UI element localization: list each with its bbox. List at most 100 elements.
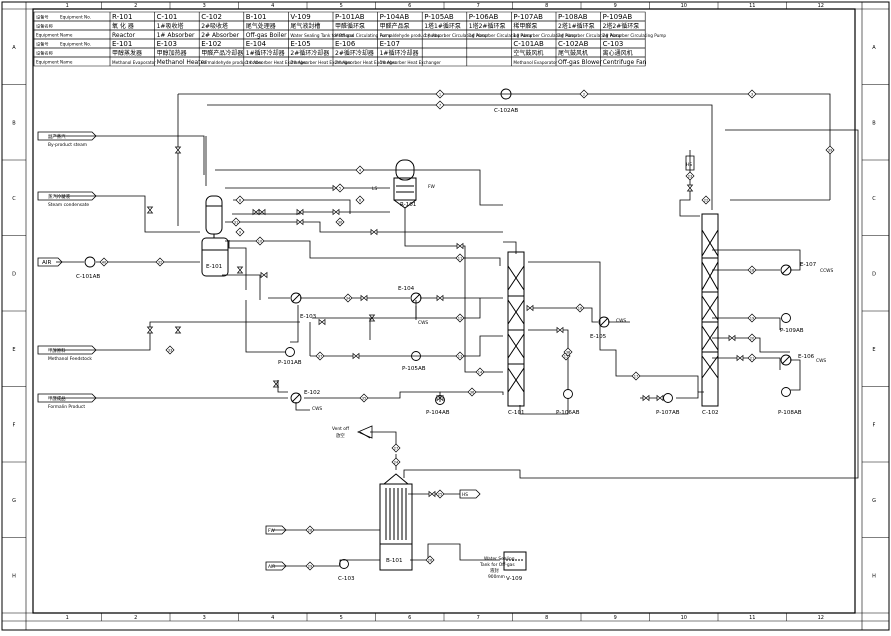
stream-number: 16 (578, 307, 583, 311)
stream-number: 1 (439, 93, 441, 97)
methanol-feed-en: Methanol Feedstock (48, 356, 92, 362)
table-cell: E-105 (290, 40, 310, 48)
stream-number: 25 (438, 493, 443, 497)
table-cell: 2塔1#循环泵 (558, 22, 595, 30)
stream-number: 8 (239, 199, 242, 203)
table-row-header: 设备名称 (36, 50, 53, 57)
stream-number: 7 (439, 104, 441, 108)
frame-row-label: D (872, 271, 876, 277)
tag-e103: E-103 (300, 314, 317, 320)
stream-number: 36 (470, 391, 475, 395)
c101-column (508, 252, 524, 406)
table-cell: 1塔2#循环泵 (469, 22, 506, 30)
tag-e104: E-104 (398, 286, 415, 292)
stream-number-diamond (392, 458, 400, 466)
stream-number-diamond (748, 314, 756, 322)
frame-row-label: D (12, 271, 16, 277)
stream-number: 24 (394, 461, 399, 465)
valve-icon (361, 296, 367, 301)
c102-column (702, 214, 718, 406)
formalin-product-en: Formalin Product (48, 404, 85, 410)
frame-col-label: 4 (271, 3, 274, 9)
table-row-header: 设备名称 (36, 23, 53, 30)
table-cell: P-101AB (335, 13, 365, 21)
valve-icon (437, 296, 443, 301)
frame-col-label: 12 (818, 3, 824, 9)
table-cell: P-104AB (380, 13, 410, 21)
tag-e101: E-101 (206, 264, 223, 270)
stream-number: 21 (750, 357, 755, 361)
stream-number-diamond (306, 526, 314, 534)
table-cell: 甲醛产品冷却器 (201, 49, 243, 57)
tag-p107ab: P-107AB (656, 410, 680, 416)
table-cell: Methanol Heater (157, 59, 208, 66)
tag-p101ab: P-101AB (278, 360, 302, 366)
frame-col-label: 7 (477, 615, 480, 621)
stream-number-diamond (236, 228, 244, 236)
stream-number-diamond (156, 258, 164, 266)
table-cell: B-101 (246, 13, 267, 21)
table-cell: P-106AB (469, 13, 499, 21)
hs-top-label: HS (686, 162, 692, 168)
stream-number: 40 (102, 261, 107, 265)
frame-row-label: B (872, 120, 876, 126)
stream-number-diamond (344, 294, 352, 302)
table-cell: Formaldehyde product cooler (201, 60, 263, 65)
stream-number-diamond (232, 218, 240, 226)
piping (54, 94, 858, 566)
tag-e105: E-105 (590, 334, 607, 340)
stream-number-diamond (336, 184, 344, 192)
stream-number-diamond (436, 90, 444, 98)
stream-number-diamond (748, 266, 756, 274)
frame-row-label: A (12, 45, 16, 51)
fw-r-label: FW (428, 184, 436, 190)
valve-icon (148, 207, 153, 213)
v109-desc-2: Tank for Off-gas (479, 562, 515, 568)
table-cell: Off-gas Boiler (246, 32, 287, 39)
valve-icon (729, 336, 735, 341)
fw-label: FW (268, 528, 276, 534)
ls-label: LS (372, 186, 377, 192)
stream-number: 30 (338, 221, 343, 225)
stream-number-diamond (256, 237, 264, 245)
stream-number: 11 (458, 257, 463, 261)
valve-icon (274, 381, 279, 387)
stream-number: 38 (566, 351, 571, 355)
table-cell: C-103 (603, 40, 624, 48)
frame-col-label: 2 (134, 615, 137, 621)
stream-number-diamond (476, 368, 484, 376)
ccws-e107: CCWS (820, 268, 833, 274)
table-row-header: 设备号 (36, 41, 49, 48)
exchangers (291, 265, 791, 403)
frame-col-label: 3 (203, 3, 206, 9)
table-cell: Off-gas Blower (558, 59, 603, 66)
tag-c101: C-101 (508, 410, 525, 416)
stream-number: 3 (751, 93, 753, 97)
stream-number: 19 (750, 317, 755, 321)
v109-desc-4: 900mm (488, 574, 505, 580)
frame-row-label: E (12, 347, 15, 353)
stream-number: 32 (158, 261, 163, 265)
stream-number-diamond (456, 352, 464, 360)
table-cell: 2# Absorber Heat Exchanger (335, 60, 397, 65)
frame-col-label: 5 (340, 615, 343, 621)
frame-col-label: 8 (545, 615, 548, 621)
table-cell: 2# Absorber Circulating Pump (603, 33, 667, 38)
frame-row-label: C (12, 196, 16, 202)
tag-p106ab: P-106AB (556, 410, 580, 416)
stream-number-diamond (686, 172, 694, 180)
table-cell: 1# Absorber Circulating Pump (469, 33, 533, 38)
frame-col-label: 7 (477, 3, 480, 9)
table-cell: P-105AB (424, 13, 454, 21)
frame-row-label: F (13, 422, 16, 428)
methanol-feed-cn: 甲醇原料 (48, 347, 66, 354)
table-cell: 1# Absorber Circulating Pump (424, 33, 488, 38)
table-cell: 1#吸收塔 (157, 22, 184, 30)
table-cell: 1#循环冷却器 (380, 49, 419, 57)
stream-number: 14 (478, 371, 483, 375)
frame-row-label: F (873, 422, 876, 428)
stream-number: 15 (564, 355, 569, 359)
byproduct-steam-en: By-product steam (48, 142, 87, 148)
equipment-tags: C-101AB C-102AB C-103 E-101 E-102 E-103 … (76, 108, 817, 582)
